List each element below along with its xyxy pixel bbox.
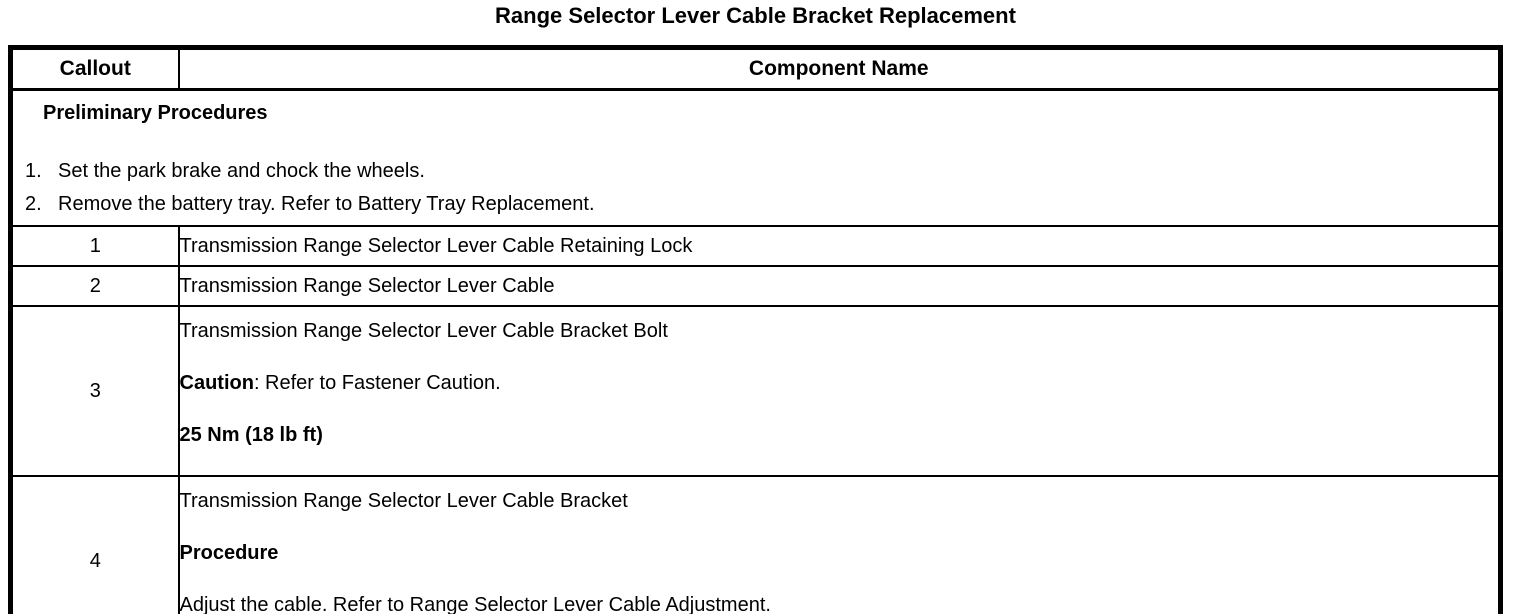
table-row-callout-1: 1 Transmission Range Selector Lever Cabl… <box>9 225 1502 267</box>
component-name-column-header: Component Name <box>177 46 1502 91</box>
caution-label: Caution <box>179 372 254 394</box>
callout-number: 1 <box>9 225 180 267</box>
caution-text: : Refer to Fastener Caution. <box>253 372 501 394</box>
component-cell: Transmission Range Selector Lever Cable … <box>177 475 1502 614</box>
procedure-text: Adjust the cable. Refer to Range Selecto… <box>179 594 771 614</box>
preliminary-procedures-heading: Preliminary Procedures <box>43 102 268 124</box>
caution-note: Caution: Refer to Fastener Caution. <box>180 371 1499 395</box>
torque-spec: 25 Nm (18 lb ft) <box>179 424 323 446</box>
preliminary-procedures-cell: Preliminary Procedures 1. Set the park b… <box>9 88 1502 227</box>
page-title: Range Selector Lever Cable Bracket Repla… <box>495 3 1016 28</box>
step-text: Set the park brake and chock the wheels. <box>58 160 425 182</box>
step-number: 1. <box>25 160 42 182</box>
component-name: Transmission Range Selector Lever Cable … <box>179 320 668 342</box>
callout-number: 2 <box>9 265 180 307</box>
callout-column-header: Callout <box>9 46 180 91</box>
preliminary-procedures-row: Preliminary Procedures 1. Set the park b… <box>9 88 1502 227</box>
table-header-row: Callout Component Name <box>9 46 1502 91</box>
preliminary-step-1: 1. Set the park brake and chock the whee… <box>25 155 1490 188</box>
table-row-callout-4: 4 Transmission Range Selector Lever Cabl… <box>9 475 1502 614</box>
component-name: Transmission Range Selector Lever Cable … <box>177 225 1502 267</box>
step-text: Remove the battery tray. Refer to Batter… <box>58 193 595 215</box>
table-row-callout-3: 3 Transmission Range Selector Lever Cabl… <box>9 305 1502 477</box>
callout-number: 4 <box>9 475 180 614</box>
callout-number: 3 <box>9 305 180 477</box>
preliminary-step-2: 2. Remove the battery tray. Refer to Bat… <box>25 188 1490 221</box>
table-row-callout-2: 2 Transmission Range Selector Lever Cabl… <box>9 265 1502 307</box>
component-name: Transmission Range Selector Lever Cable <box>177 265 1502 307</box>
procedure-label: Procedure <box>179 542 279 564</box>
component-name: Transmission Range Selector Lever Cable … <box>179 490 628 512</box>
step-number: 2. <box>25 193 42 215</box>
component-cell: Transmission Range Selector Lever Cable … <box>177 305 1502 477</box>
component-table: Callout Component Name Preliminary Proce… <box>8 45 1503 614</box>
